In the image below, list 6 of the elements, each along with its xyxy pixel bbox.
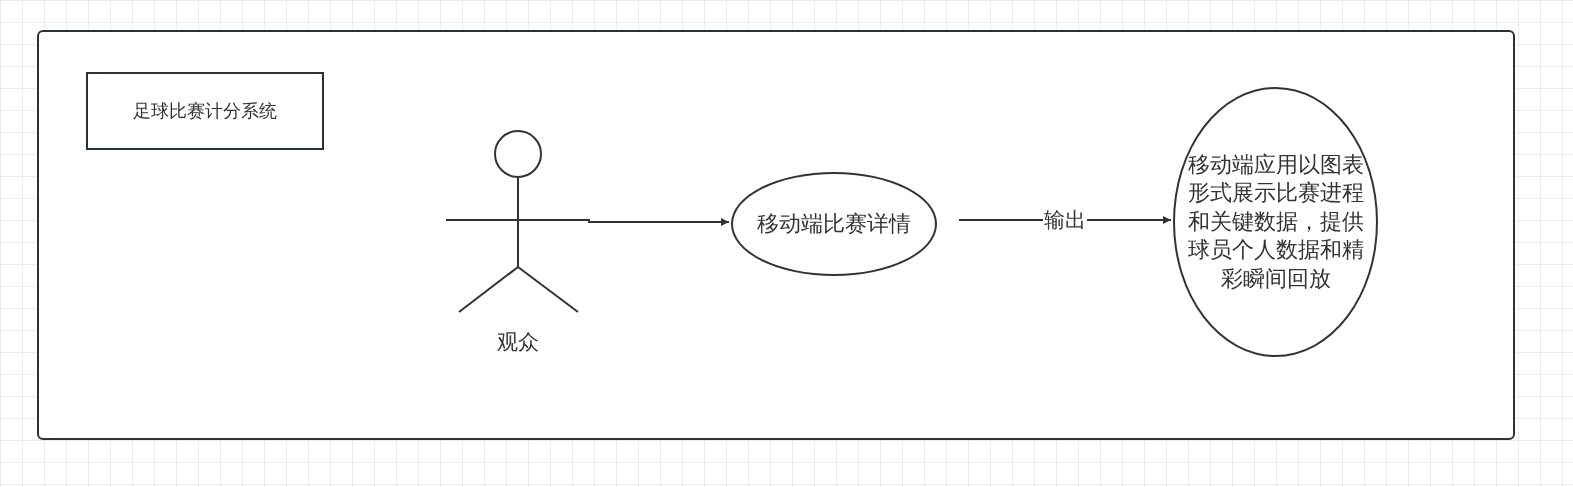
actor-label: 观众: [496, 329, 540, 356]
title-box: 足球比赛计分系统: [86, 72, 324, 150]
use-case-ellipse: 移动端应用以图表形式展示比赛进程和关键数据，提供球员个人数据和精彩瞬间回放: [1173, 87, 1378, 357]
use-case-ellipse: 移动端比赛详情: [731, 172, 937, 276]
system-boundary: [37, 30, 1515, 440]
arrow: [587, 218, 730, 226]
